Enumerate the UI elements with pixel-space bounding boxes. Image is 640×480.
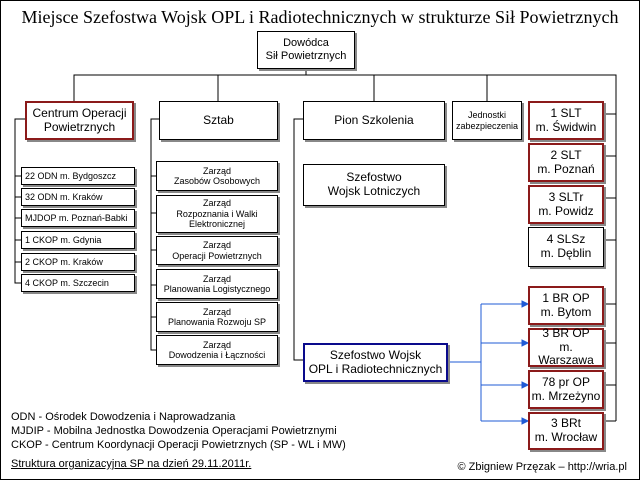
legend-item: ODN - Ośrodek Dowodzenia i Naprowadzania [11, 411, 236, 423]
lot-line2: Wojsk Lotniczych [327, 184, 421, 198]
zarzad-line2: Operacji Powietrznych [172, 250, 262, 261]
unit-line2: m. Dęblin [540, 246, 592, 260]
unit-line1: 1 SLT [550, 105, 582, 120]
unit-line1: 4 SLSz [546, 232, 586, 247]
cop-item: MJDOP m. Poznań-Babki [21, 209, 135, 227]
unit-line2: m. Powidz [538, 203, 594, 218]
jednostki-line2: zabezpieczenia [455, 120, 519, 131]
cop-item: 2 CKOP m. Kraków [21, 253, 135, 271]
zarzad-line1: Zarząd [202, 198, 231, 209]
br-line2: m. Mrzeżyno [531, 388, 601, 403]
commander-line2: Sił Powietrznych [265, 50, 347, 62]
zarzad-line1: Zarząd [202, 339, 231, 350]
commander-line1: Dowódca [283, 37, 329, 50]
jednostki-line1: Jednostki [467, 110, 506, 121]
br-line1: 1 BR OP [542, 290, 590, 305]
legend-item: CKOP - Centrum Koordynacji Operacji Powi… [11, 439, 346, 451]
unit-line2: m. Świdwin [535, 119, 597, 134]
zarzad-line1: Zarząd [202, 273, 231, 284]
unit-line1: 2 SLT [550, 147, 582, 162]
structure-date: Struktura organizacyjna SP na dzień 29.1… [11, 458, 252, 470]
opl-line1: Szefostwo Wojsk [329, 347, 422, 362]
opl-line2: OPL i Radiotechnicznych [308, 361, 443, 376]
copyright: © Zbigniew Przęzak – http://wria.pl [457, 461, 627, 473]
br-line1: 3 BRt [550, 416, 581, 431]
br-line2: m. Wrocław [534, 430, 598, 444]
zarzad-line1: Zarząd [202, 240, 231, 251]
zarzad-line2: Rozpoznania i Walki [176, 208, 258, 219]
zarzad-line3: Elektronicznej [188, 219, 245, 230]
cop-item: 32 ODN m. Kraków [21, 188, 135, 206]
zarzad-line1: Zarząd [202, 306, 231, 317]
cop-item: 1 CKOP m. Gdynia [21, 231, 135, 249]
unit-line2: m. Poznań [537, 161, 595, 176]
pion-label: Pion Szkolenia [334, 112, 414, 127]
br-line2: m. Warszawa [538, 339, 594, 368]
chart-title: Miejsce Szefostwa Wojsk OPL i Radiotechn… [21, 7, 619, 27]
lot-line1: Szefostwo [346, 170, 402, 185]
br-line1: 3 BR OP [542, 325, 590, 340]
br-line1: 78 pr OP [541, 374, 591, 389]
zarzad-line2: Dowodzenia i Łączności [168, 350, 266, 360]
sztab-label: Sztab [203, 112, 234, 127]
cop-line1: Centrum Operacji [32, 105, 127, 120]
cop-item: 22 ODN m. Bydgoszcz [21, 167, 135, 185]
sztab-box: Sztab [159, 101, 278, 140]
zarzad-line2: Zasobów Osobowych [173, 176, 261, 186]
br-line2: m. Bytom [540, 304, 592, 319]
zarzad-line1: Zarząd [202, 165, 231, 176]
unit-line1: 3 SLTr [548, 189, 584, 204]
cop-item: 4 CKOP m. Szczecin [21, 274, 135, 292]
zarzad-line2: Planowania Logistycznego [163, 284, 271, 294]
pion-box: Pion Szkolenia [303, 101, 445, 140]
zarzad-line2: Planowania Rozwoju SP [167, 317, 267, 327]
legend-item: MJDIP - Mobilna Jednostka Dowodzenia Ope… [11, 425, 337, 437]
cop-line2: Powietrznych [43, 119, 116, 134]
